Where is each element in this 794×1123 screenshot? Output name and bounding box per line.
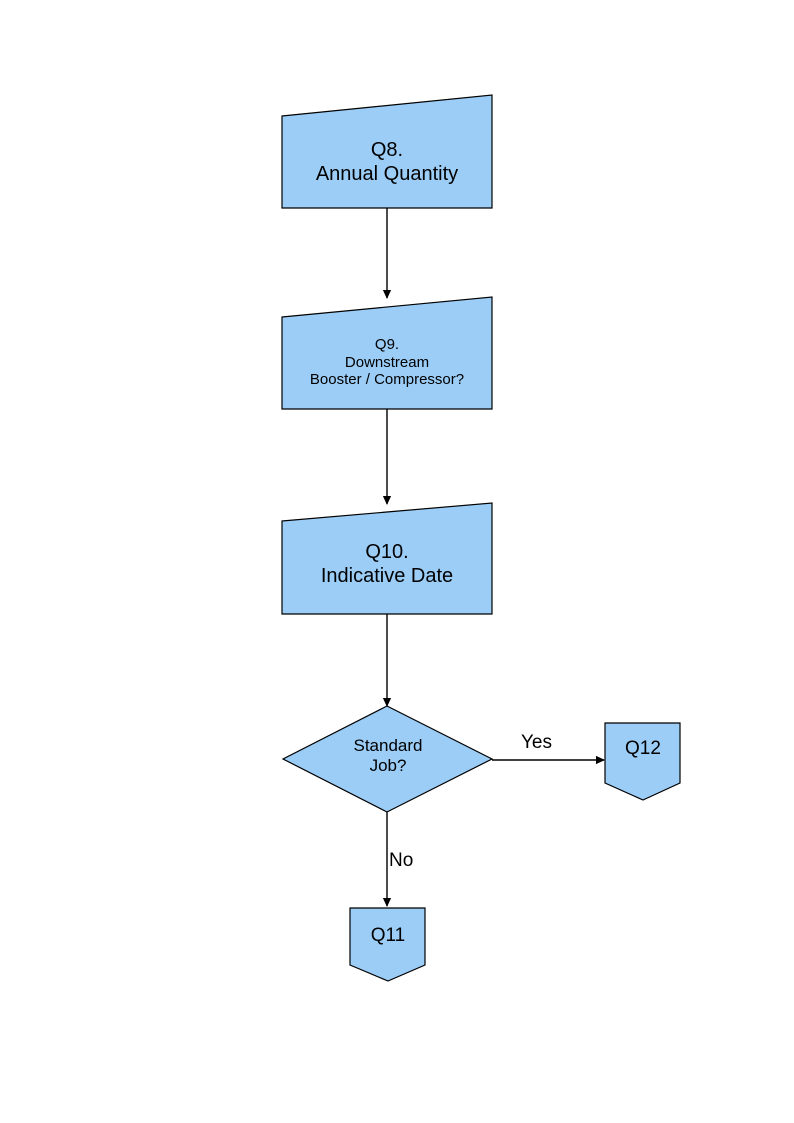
edge-label-yes: Yes: [521, 732, 552, 753]
node-q9[interactable]: [281, 296, 493, 410]
node-decision-standard-job[interactable]: [281, 705, 494, 813]
node-q8[interactable]: [281, 94, 493, 209]
edge-label-no: No: [389, 850, 414, 871]
node-q10[interactable]: [281, 502, 493, 615]
node-q11[interactable]: [349, 907, 426, 982]
node-q12[interactable]: [604, 722, 681, 801]
